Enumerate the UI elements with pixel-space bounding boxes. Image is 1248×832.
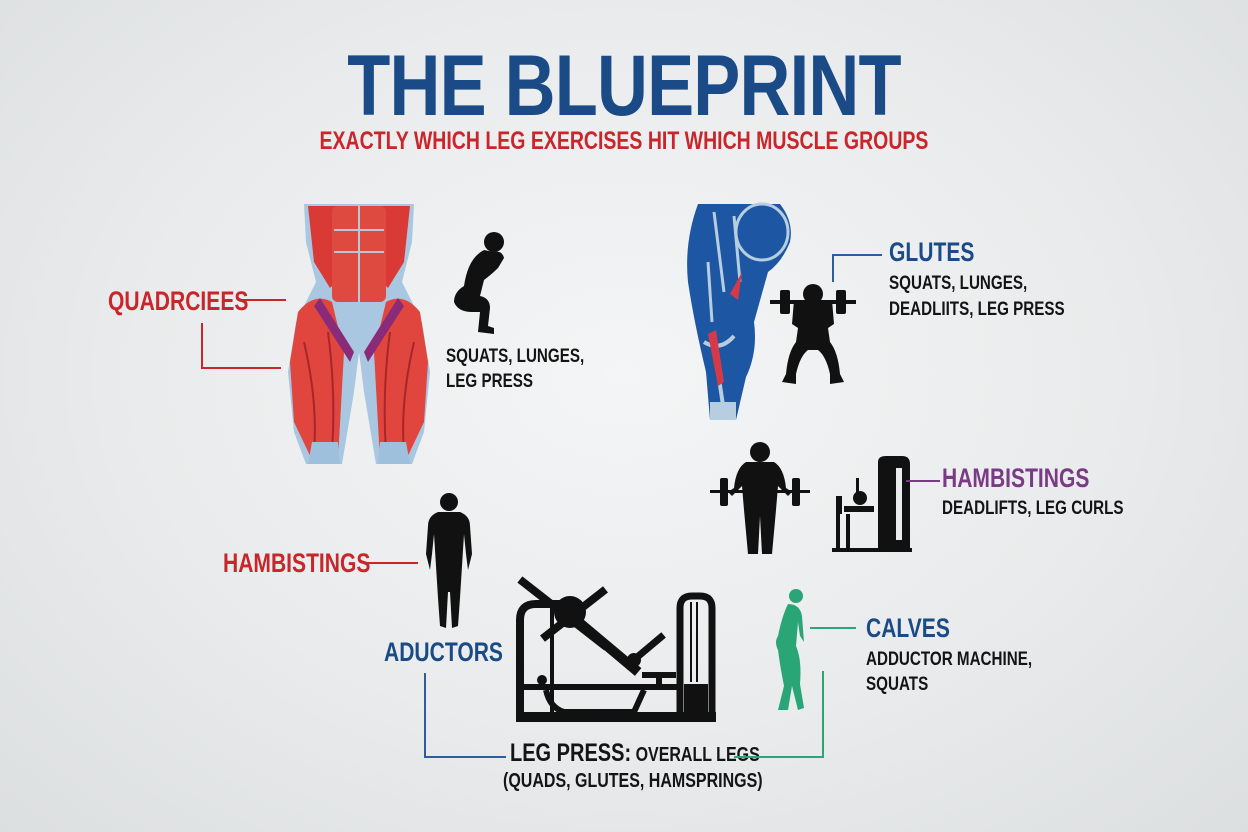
glutes-connector-horizontal — [832, 254, 882, 256]
quadriceps-exercises-line2: LEG PRESS — [446, 371, 533, 392]
walking-figure-green-icon — [776, 589, 804, 710]
calves-exercises-line2: SQUATS — [866, 674, 929, 695]
calves-connector-line — [810, 627, 856, 629]
leg-curl-machine-icon — [832, 456, 912, 552]
front-thigh-muscle-anatomy-icon — [288, 204, 430, 464]
calves-exercises-line1: ADDUCTOR MACHINE, — [866, 649, 1033, 670]
standing-body-silhouette-icon — [426, 493, 472, 628]
glutes-exercises-line2: DEADLIITS, LEG PRESS — [889, 299, 1065, 320]
adductors-connector-horizontal — [424, 756, 506, 758]
quadriceps-label: QUADRCIEES — [108, 286, 249, 316]
calves-label: CALVES — [866, 613, 950, 643]
rear-leg-muscle-anatomy-icon — [687, 202, 791, 420]
hamstrings-left-label: HAMBISTINGS — [223, 548, 371, 578]
quadriceps-connector-line — [240, 299, 286, 301]
leg-press-caption-bold: LEG PRESS: — [510, 739, 632, 767]
calves-connector-vertical — [822, 671, 824, 757]
leg-press-machine-icon — [516, 576, 716, 722]
calves-connector-horizontal — [734, 756, 824, 758]
deadlift-silhouette-icon — [710, 442, 810, 554]
glutes-exercises-line1: SQUATS, LUNGES, — [889, 273, 1028, 294]
hamstrings-right-exercises: DEADLIFTS, LEG CURLS — [942, 498, 1124, 519]
hamstrings-right-connector-line — [906, 480, 940, 482]
leg-press-caption-line2: (QUADS, GLUTES, HAMSPRINGS) — [503, 770, 763, 792]
bodyweight-squat-silhouette-icon — [454, 232, 504, 334]
leg-press-caption-rest: OVERALL LEGS — [631, 744, 760, 766]
quadriceps-connector-bracket-horizontal — [201, 367, 281, 369]
page-title: THE BLUEPRINT — [347, 38, 901, 134]
page-subtitle: EXACTLY WHICH LEG EXERCISES HIT WHICH MU… — [319, 127, 929, 155]
quadriceps-exercises-line1: SQUATS, LUNGES, — [446, 346, 585, 367]
barbell-squat-silhouette-icon — [770, 284, 856, 384]
glutes-label: GLUTES — [889, 237, 975, 267]
hamstrings-right-label: HAMBISTINGS — [942, 463, 1090, 493]
adductors-label: ADUCTORS — [384, 637, 503, 667]
quadriceps-connector-bracket-vertical — [201, 323, 203, 369]
hamstrings-left-connector-line — [363, 562, 418, 564]
glutes-connector-vertical — [832, 254, 834, 282]
adductors-connector-vertical — [424, 673, 426, 757]
leg-press-caption-line1: LEG PRESS: OVERALL LEGS — [510, 739, 760, 768]
